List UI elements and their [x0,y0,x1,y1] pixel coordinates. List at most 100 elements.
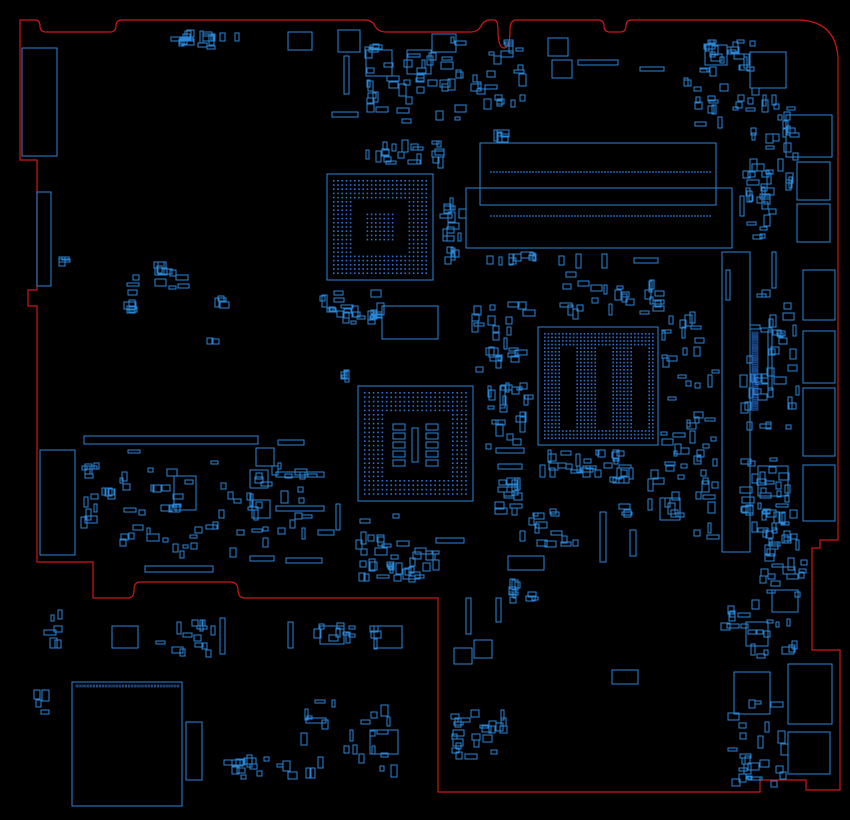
solder-ball [404,180,406,182]
pad-outline [113,684,116,688]
passive-component-outline [737,612,751,618]
solder-ball [460,414,463,416]
solder-ball [345,226,348,228]
solder-ball [590,354,593,357]
solder-ball [412,234,415,237]
solder-ball [404,259,406,262]
solder-ball [341,247,343,249]
passive-component-outline [235,758,246,766]
passive-component-outline [690,325,702,330]
passive-component-outline [277,527,286,535]
solder-ball [412,272,415,274]
passive-component-outline [747,629,757,635]
solder-ball [569,340,571,342]
solder-ball [590,405,593,407]
solder-ball [421,196,423,199]
solder-ball [594,405,596,407]
solder-ball [652,361,654,364]
solder-ball [630,419,632,421]
passive-component-outline [503,337,508,350]
solder-ball [580,358,582,360]
solder-ball [399,409,401,412]
passive-component-outline [328,306,334,313]
passive-component-outline [740,506,749,513]
solder-ball [551,376,553,378]
solder-ball [590,336,593,339]
solder-ball [421,255,423,258]
solder-ball [590,351,593,353]
passive-component-outline [693,346,701,357]
solder-ball [354,180,356,182]
passive-component-outline [93,503,98,513]
solder-ball [544,372,546,375]
solder-ball [391,213,394,216]
solder-ball [576,419,578,421]
passive-component-outline [572,308,579,320]
solder-ball [447,396,450,398]
passive-component-outline [512,591,517,599]
solder-ball [554,336,557,339]
solder-ball [634,336,636,339]
solder-ball [370,268,373,270]
bga-chips [326,173,659,502]
passive-component-outline [778,472,790,481]
solder-ball [626,415,629,418]
passive-strip-outline [331,111,359,118]
solder-ball [619,430,622,432]
solder-ball [576,379,578,382]
solder-ball [580,351,582,353]
passive-component-outline [778,337,788,345]
solder-ball [337,188,339,190]
solder-ball [460,466,463,469]
solder-ball [421,217,423,220]
passive-component-outline [317,756,324,769]
solder-ball [383,234,385,237]
solder-ball [594,358,596,360]
pad-outline [133,684,136,688]
solder-ball [641,343,643,346]
solder-ball [598,340,600,342]
solder-ball [366,180,369,182]
solder-ball [456,449,458,451]
solder-ball [619,343,622,346]
solder-ball [612,383,614,385]
solder-ball [354,188,356,190]
solder-ball [396,268,398,270]
solder-ball [377,440,379,442]
solder-ball [387,259,390,262]
passive-strip-outline [771,251,777,289]
passive-component-outline [524,394,534,400]
solder-ball [345,188,348,190]
passive-strip-outline [599,511,607,563]
passive-component-outline [776,490,782,498]
bga-chip-outline-balls [544,333,654,439]
solder-ball [337,213,339,216]
passive-strip-outline [435,537,465,544]
solder-ball [612,394,614,396]
solder-ball [341,268,343,270]
passive-component-outline [673,450,678,457]
solder-ball [587,412,589,414]
solder-ball [362,259,364,262]
passive-component-outline [761,170,770,178]
solder-ball [412,184,415,186]
solder-ball [547,365,550,367]
solder-ball [358,264,360,266]
passive-component-outline [126,282,140,287]
passive-component-outline [506,326,512,336]
solder-ball [425,493,428,495]
passive-component-outline [380,752,389,758]
passive-component-outline [773,376,787,385]
solder-ball [601,333,604,335]
solder-ball [421,493,423,495]
solder-ball [354,255,356,258]
solder-ball [465,466,467,469]
passive-strip-outline [317,529,335,536]
passive-component-outline [138,509,146,516]
solder-ball [576,354,578,357]
passive-component-outline [751,599,760,610]
passive-component-outline [757,735,764,749]
solder-ball [623,336,625,339]
pad-outline [130,684,133,688]
passive-component-outline [146,533,160,542]
